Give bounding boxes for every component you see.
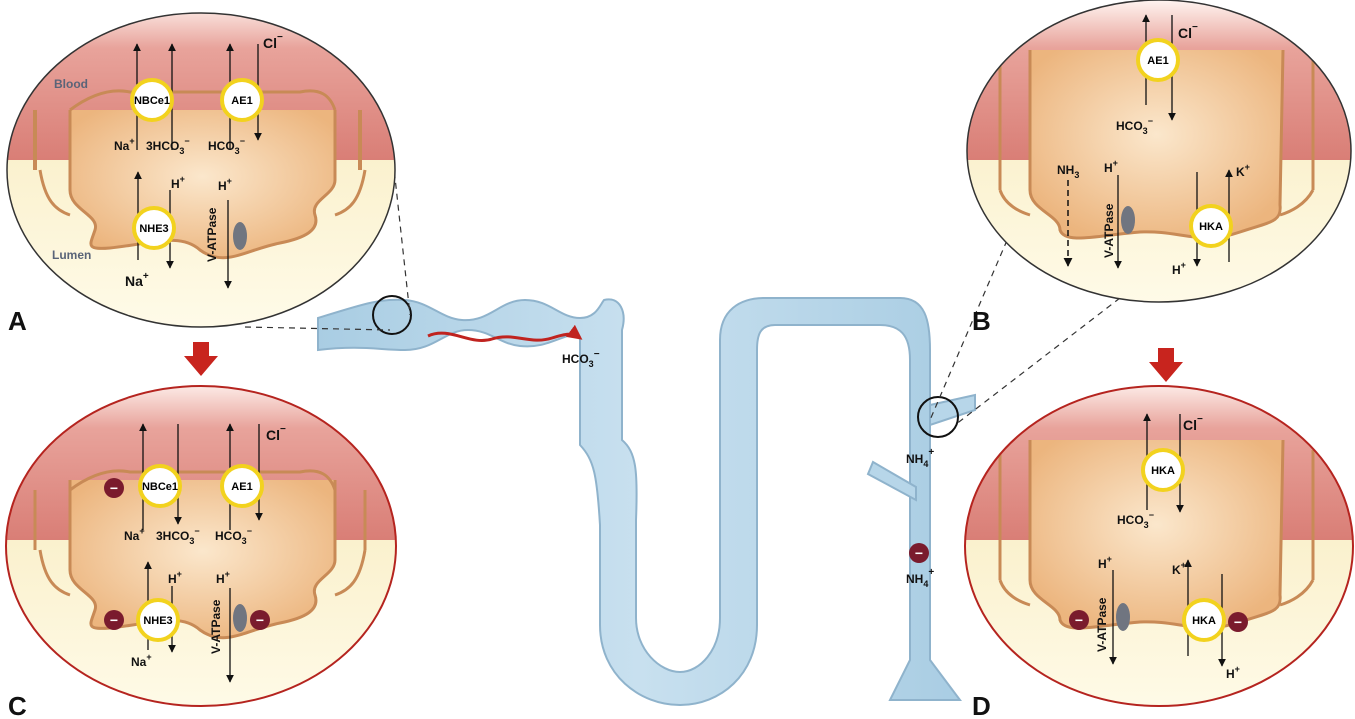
v-atpase-pump	[233, 604, 247, 632]
ae1-label: AE1	[231, 481, 252, 493]
transition-arrow-right	[1149, 348, 1183, 382]
ae1-label: AE1	[1147, 55, 1168, 67]
nbce1-label: NBCe1	[134, 95, 170, 107]
transition-arrow-left	[184, 342, 218, 376]
inhibit-symbol: −	[110, 612, 118, 628]
hka-label: HKA	[1151, 465, 1175, 477]
nhe3-label: NHE3	[139, 223, 168, 235]
inhibit-symbol: −	[110, 480, 118, 496]
v-atpase-pump	[1121, 206, 1135, 234]
panel-a-proximal-cell: Blood Lumen NBCe1 AE1 Cl− Na+ 3HCO3− HCO…	[0, 0, 410, 330]
panel-b-distal-cell: AE1 Cl− HCO3− NH3 H+ V-ATPase HKA K+ H+	[960, 0, 1355, 310]
nbce1-label: NBCe1	[142, 481, 178, 493]
v-atpase-label: V-ATPase	[1102, 203, 1116, 258]
panel-letter-b: B	[972, 306, 991, 336]
proximal-tubule	[318, 298, 960, 705]
blood-label: Blood	[54, 77, 88, 91]
inhibit-symbol: −	[915, 545, 923, 561]
panel-letter-d: D	[972, 691, 991, 719]
inhibit-symbol: −	[1234, 614, 1242, 630]
hka-label: HKA	[1199, 221, 1223, 233]
v-atpase-pump	[1116, 603, 1130, 631]
inhibit-symbol: −	[1075, 612, 1083, 628]
panel-letter-c: C	[8, 691, 27, 719]
panel-d-distal-cell-inhibited: HKA Cl− HCO3− H+ V-ATPase − HKA − K+ H+	[960, 380, 1355, 719]
v-atpase-label: V-ATPase	[209, 599, 223, 654]
panel-letter-a: A	[8, 306, 27, 336]
v-atpase-pump	[233, 222, 247, 250]
ae1-label: AE1	[231, 95, 252, 107]
panel-c-proximal-cell-inhibited: NBCe1 AE1 − Cl− Na+ 3HCO3− HCO3− NHE3 − …	[0, 380, 410, 719]
nhe3-label: NHE3	[143, 615, 172, 627]
v-atpase-label: V-ATPase	[205, 207, 219, 262]
medullary-branch	[930, 395, 975, 425]
lumen-label: Lumen	[52, 248, 91, 262]
hka-label: HKA	[1192, 615, 1216, 627]
inhibit-symbol: −	[256, 612, 264, 628]
v-atpase-label: V-ATPase	[1095, 597, 1109, 652]
cortical-branch	[868, 462, 916, 500]
